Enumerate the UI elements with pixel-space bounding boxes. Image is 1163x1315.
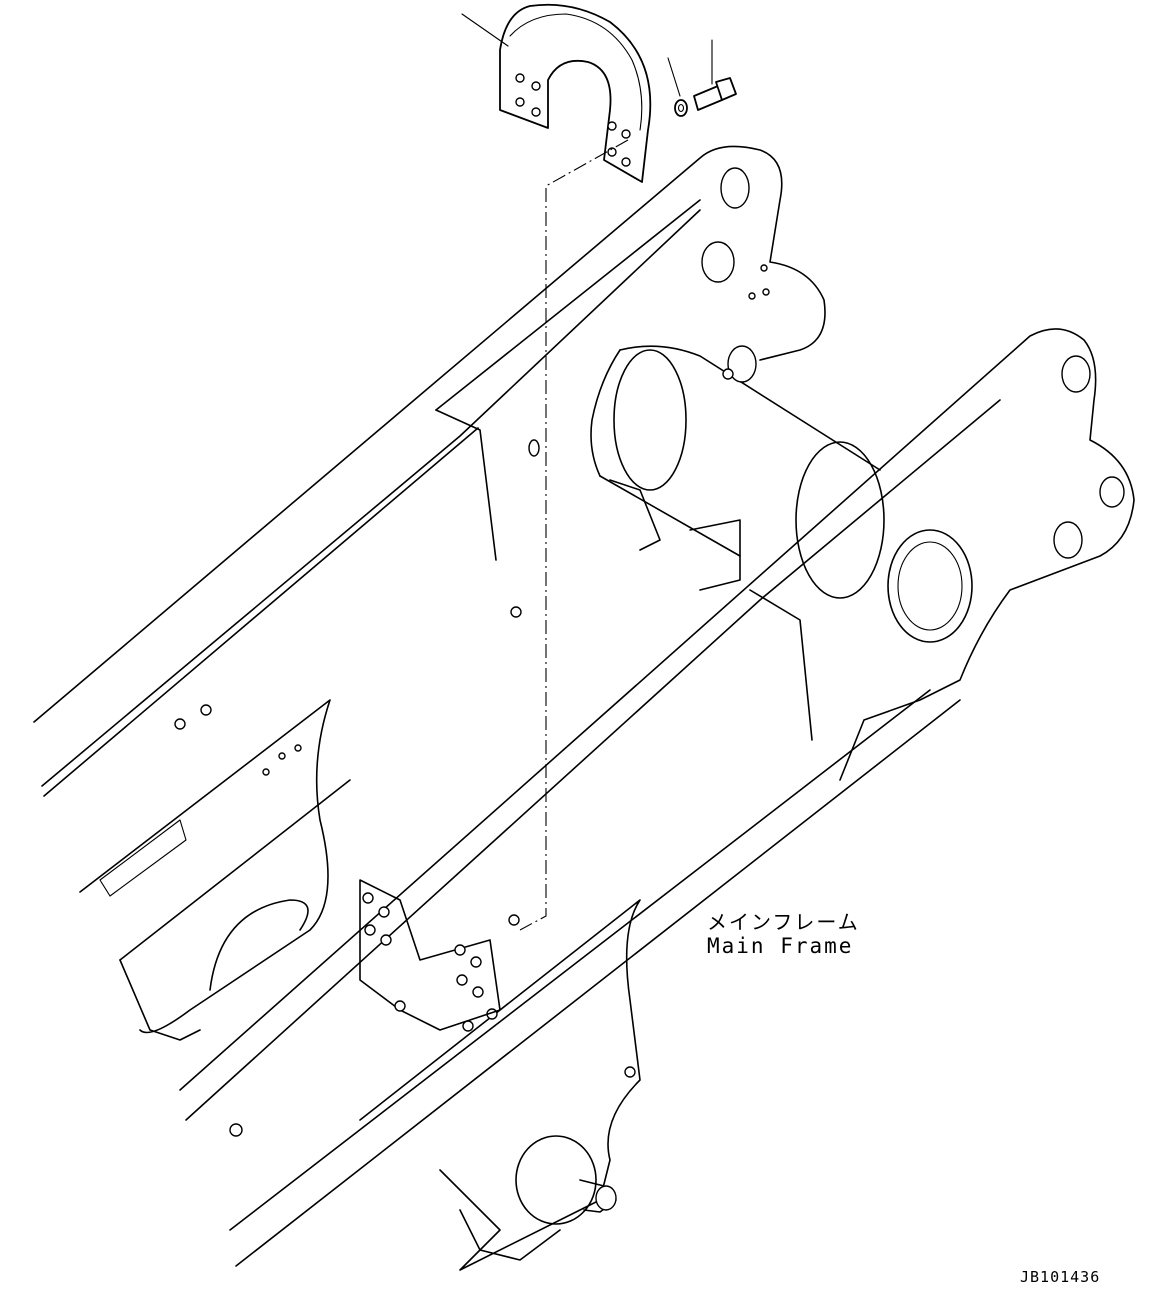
drawing-id: JB101436 bbox=[1020, 1268, 1101, 1286]
main-frame-left-section bbox=[79, 699, 351, 1041]
mounting-bracket bbox=[359, 879, 520, 1031]
main-frame-label-jp: メインフレーム bbox=[707, 910, 860, 934]
pivot-end bbox=[459, 1135, 617, 1261]
leader-plate bbox=[461, 13, 509, 47]
bolt-nut bbox=[510, 606, 522, 618]
washer bbox=[674, 99, 688, 117]
u-bracket-plate bbox=[499, 3, 652, 183]
leader-washer bbox=[667, 57, 681, 97]
main-frame-label-en: Main Frame bbox=[707, 934, 854, 958]
main-frame-lower-rail bbox=[179, 328, 1135, 1271]
bolt bbox=[693, 77, 737, 111]
cross-member-cylinder bbox=[590, 345, 885, 599]
assembly-line bbox=[519, 139, 629, 931]
main-frame-upper-rail bbox=[33, 145, 826, 797]
